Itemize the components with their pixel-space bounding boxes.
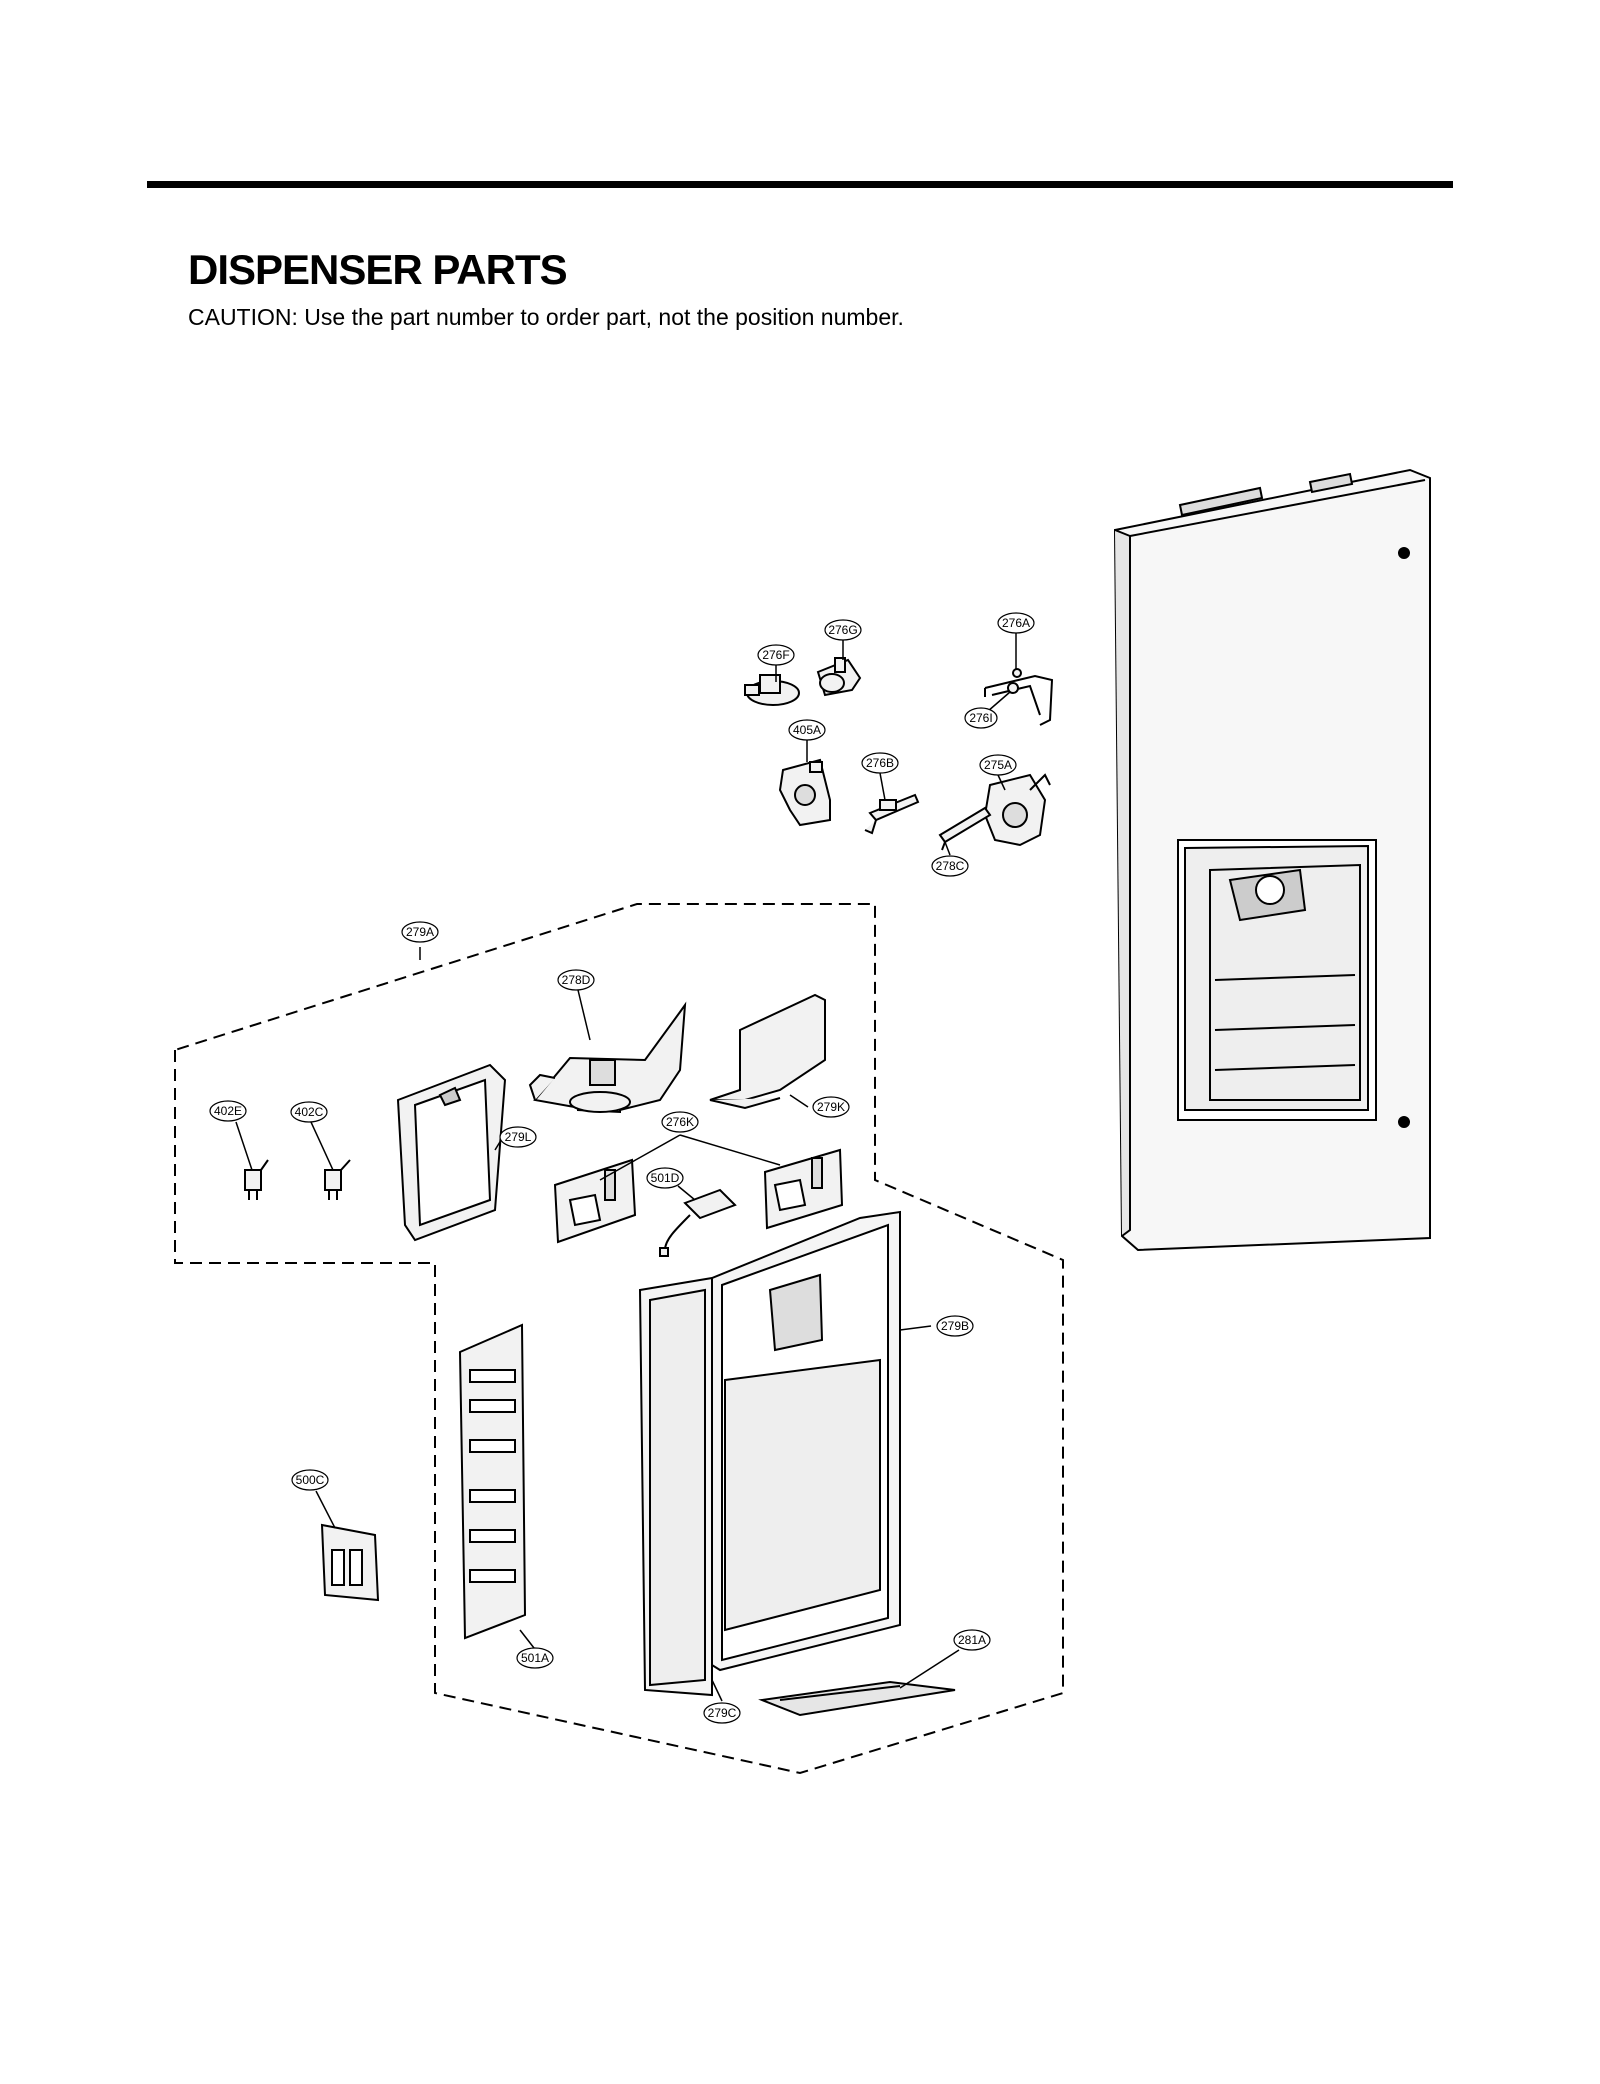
label-402E: 402E (209, 1100, 247, 1122)
svg-text:276F: 276F (762, 648, 789, 662)
svg-text:281A: 281A (958, 1633, 986, 1647)
label-279C: 279C (703, 1702, 741, 1724)
svg-text:279K: 279K (817, 1100, 845, 1114)
part-281A (758, 1680, 956, 1717)
part-279B-279C-housing (638, 1210, 901, 1697)
part-276K-right (763, 1148, 844, 1230)
header-rule (147, 181, 1453, 188)
label-279L: 279L (499, 1126, 537, 1148)
label-276I: 276I (964, 707, 998, 729)
label-402C: 402C (290, 1101, 328, 1123)
label-276F: 276F (757, 644, 795, 666)
svg-text:275A: 275A (984, 758, 1012, 772)
assembly-boundary (174, 903, 1064, 1775)
caution-note: CAUTION: Use the part number to order pa… (188, 304, 904, 330)
svg-text:500C: 500C (296, 1473, 325, 1487)
part-501D (659, 1188, 737, 1257)
part-279L (396, 1063, 507, 1242)
svg-text:276K: 276K (666, 1115, 694, 1129)
part-276K-left (553, 1158, 637, 1244)
svg-text:279L: 279L (505, 1130, 532, 1144)
svg-text:276B: 276B (866, 756, 894, 770)
part-275A (983, 773, 1051, 847)
svg-text:402E: 402E (214, 1104, 242, 1118)
label-276K: 276K (661, 1111, 699, 1133)
label-278C: 278C (931, 855, 969, 877)
label-405A: 405A (788, 719, 826, 741)
svg-text:279A: 279A (406, 925, 434, 939)
svg-text:278D: 278D (562, 973, 591, 987)
part-278C (938, 806, 992, 851)
part-276F (744, 674, 800, 706)
label-275A: 275A (979, 754, 1017, 776)
label-281A: 281A (953, 1629, 991, 1651)
svg-text:279C: 279C (708, 1706, 737, 1720)
part-402E (244, 1159, 269, 1200)
svg-text:405A: 405A (793, 723, 821, 737)
label-500C: 500C (291, 1469, 329, 1491)
svg-text:501D: 501D (651, 1171, 680, 1185)
part-278D (528, 1001, 687, 1114)
svg-text:276A: 276A (1002, 616, 1030, 630)
part-501A (458, 1323, 527, 1640)
label-276B: 276B (861, 752, 899, 774)
svg-text:276I: 276I (969, 711, 992, 725)
svg-text:278C: 278C (936, 859, 965, 873)
label-278D: 278D (557, 969, 595, 991)
label-501A: 501A (516, 1647, 554, 1669)
svg-text:402C: 402C (295, 1105, 324, 1119)
svg-text:276G: 276G (828, 623, 857, 637)
label-279B: 279B (936, 1315, 974, 1337)
label-501D: 501D (646, 1167, 684, 1189)
svg-text:501A: 501A (521, 1651, 549, 1665)
page-title: DISPENSER PARTS (188, 246, 568, 293)
part-279K (709, 993, 826, 1110)
part-405A (778, 758, 831, 827)
part-276B (864, 793, 920, 835)
part-276G (816, 657, 862, 697)
label-276A: 276A (997, 612, 1035, 634)
part-500C (320, 1523, 380, 1602)
part-276A (984, 668, 1054, 726)
label-276G: 276G (824, 619, 862, 641)
part-402C (324, 1159, 351, 1200)
part-276I (1007, 682, 1019, 694)
leader-lines (235, 633, 1017, 1702)
svg-text:279B: 279B (941, 1319, 969, 1333)
label-279K: 279K (812, 1096, 850, 1118)
label-279A: 279A (401, 921, 439, 943)
door-panel (1113, 468, 1431, 1252)
